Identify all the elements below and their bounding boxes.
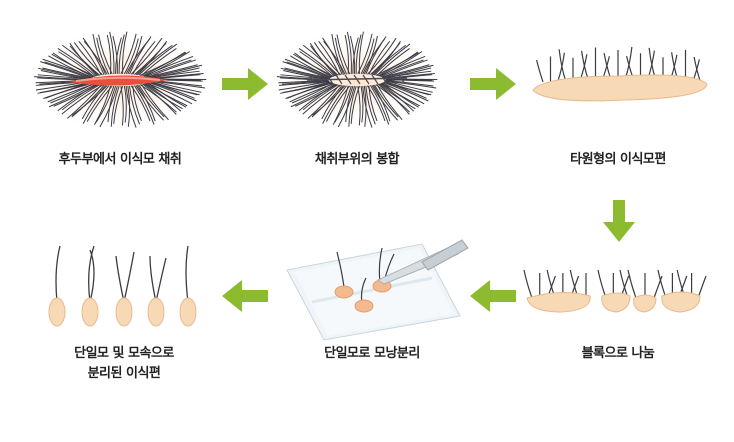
step-label-text: 블록으로 나눔 <box>581 346 655 361</box>
step-label: 타원형의 이식모편 <box>518 150 718 170</box>
strip-illustration <box>532 46 708 102</box>
suture-illustration <box>264 25 450 135</box>
step-label-text: 단일모로 모낭분리 <box>324 346 420 361</box>
step-label-text: 채취부위의 봉합 <box>314 152 400 167</box>
step-label: 단일모 및 모속으로 분리된 이식편 <box>24 344 224 384</box>
arrow-icon <box>603 200 635 242</box>
grafts-illustration <box>48 245 197 327</box>
harvest-illustration <box>20 25 220 135</box>
step-label: 단일모로 모낭분리 <box>272 344 472 364</box>
step-label-text: 후두부에서 이식모 채취 <box>58 152 182 167</box>
blocks-illustration <box>523 269 707 313</box>
arrow-icon <box>470 280 516 312</box>
arrow-icon <box>470 68 516 100</box>
arrow-icon <box>222 68 268 100</box>
step-label: 블록으로 나눔 <box>518 344 718 364</box>
step-label-line2: 분리된 이식편 <box>87 366 161 381</box>
dissection-illustration <box>286 239 469 341</box>
step-label: 후두부에서 이식모 채취 <box>20 150 220 170</box>
step-label-text: 타원형의 이식모편 <box>570 152 666 167</box>
step-label: 채취부위의 봉합 <box>257 150 457 170</box>
step-label-line1: 단일모 및 모속으로 <box>74 346 174 361</box>
arrow-icon <box>222 280 268 312</box>
